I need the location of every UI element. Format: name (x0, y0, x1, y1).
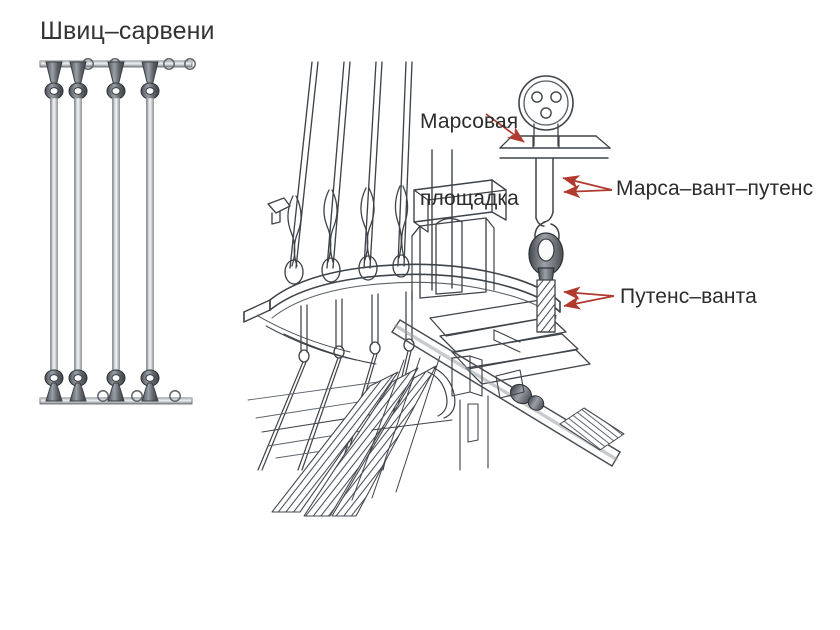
rod-unit-2 (68, 61, 88, 402)
label-mars-platform-line2: площадка (420, 187, 519, 211)
lower-brackets (427, 355, 525, 471)
top-cleat (267, 197, 291, 225)
mars-platform (243, 263, 591, 385)
shvits-sarveni-rods (44, 61, 160, 402)
label-mars-platform-line1: Марсовая (420, 110, 519, 134)
arrow-futtock-plate-a (562, 175, 613, 191)
detail-lower-frame (493, 329, 521, 353)
diagonal-spar (391, 319, 625, 467)
mast-and-trestletrees (411, 149, 507, 301)
leader-arrows (485, 113, 615, 310)
bottom-rail-rings (97, 390, 181, 402)
rod-unit-4 (140, 61, 160, 402)
futtock-shroud-rope (536, 279, 556, 333)
deadeye-detail (518, 75, 574, 147)
page-title: Швиц–сарвени (40, 17, 215, 45)
arrow-futtock-plate-b (563, 184, 613, 199)
topmast-shrouds (284, 61, 413, 285)
label-futtock-plate: Марса–вант–путенс (616, 177, 814, 200)
label-mars-platform: Марсовая площадка (420, 58, 519, 263)
arrow-futtock-shroud-a (563, 286, 615, 301)
futtock-shroud-legs (247, 290, 415, 471)
rod-unit-3 (106, 61, 126, 402)
rod-unit-1 (44, 61, 64, 402)
left-diagram-shvits-sarveni (39, 58, 196, 405)
thimble-hook (528, 221, 564, 283)
served-shroud-bundle (271, 355, 453, 517)
arrow-futtock-shroud-b (563, 295, 615, 310)
detail-platform-rails (499, 135, 611, 159)
arrow-mars-platform (485, 113, 525, 143)
label-futtock-shroud: Путенс–ванта (620, 285, 757, 308)
main-mast-top-illustration (243, 61, 625, 517)
